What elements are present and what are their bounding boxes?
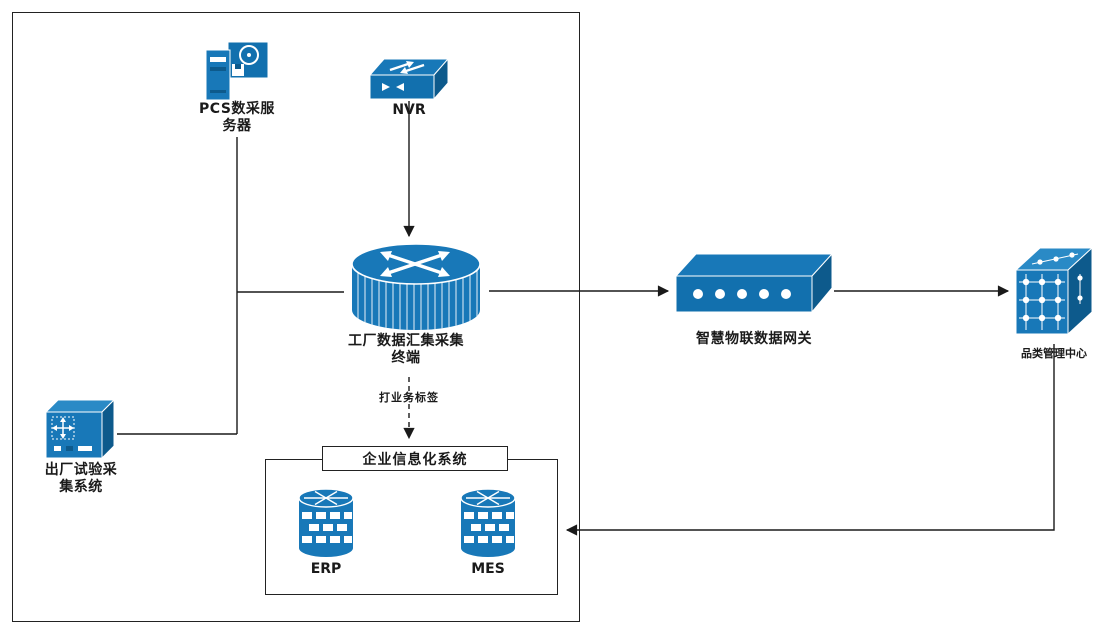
nvr-label: NVR [392, 102, 426, 118]
factory-test-switch-icon [46, 398, 116, 460]
connector-category-enterprise [565, 344, 1055, 536]
pcs-server-icon [206, 42, 268, 100]
erp-label: ERP [310, 561, 342, 577]
collection-terminal-label: 工厂数据汇集采集 终端 [348, 333, 464, 366]
factory-test-system-label: 出厂试验采 集系统 [44, 462, 118, 495]
iot-gateway-label: 智慧物联数据网关 [696, 331, 812, 347]
mes-database-icon [459, 487, 517, 559]
factory-boundary-box [12, 12, 580, 622]
erp-database-icon [297, 487, 355, 559]
iot-gateway-icon [676, 252, 832, 320]
category-center-cube-icon [1016, 242, 1092, 342]
mes-label: MES [471, 561, 505, 577]
pcs-server-label: PCS数采服 务器 [199, 101, 275, 134]
enterprise-system-title: 企业信息化系统 [322, 446, 508, 471]
nvr-switch-icon [370, 57, 448, 101]
category-center-label: 品类管理中心 [1021, 347, 1087, 360]
collection-terminal-router-icon [346, 238, 486, 332]
business-tag-edge-label: 打业务标签 [379, 391, 439, 404]
